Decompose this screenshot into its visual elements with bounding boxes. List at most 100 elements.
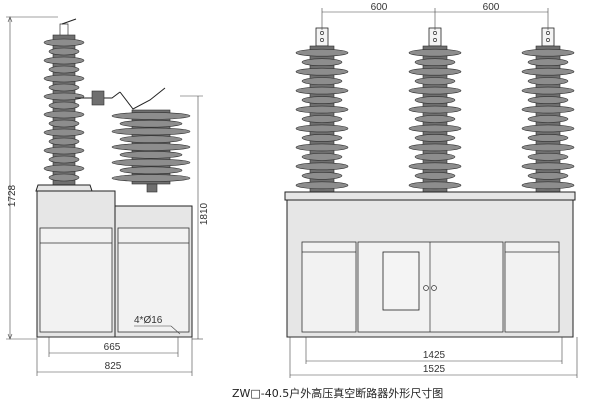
insulator-shed [43, 164, 85, 173]
insulator-shed [521, 48, 575, 57]
insulator-shed [43, 74, 85, 83]
insulator-shed [48, 119, 80, 128]
insulator-shed [301, 96, 343, 104]
insulator-shed [408, 181, 462, 190]
front-insulator-1 [295, 27, 349, 193]
insulator-shed [295, 181, 349, 190]
insulator-shed [521, 86, 575, 95]
insulator-shed [414, 115, 456, 123]
insulator-shed [408, 124, 462, 133]
insulator-shed [414, 77, 456, 85]
insulator-shed [48, 101, 80, 110]
side-dim-height-1810: 1810 [180, 95, 210, 340]
insulator-shed [43, 56, 85, 65]
insulator-shed [48, 137, 80, 146]
insulator-shed [111, 143, 191, 151]
insulator-shed [414, 58, 456, 67]
insulator-shed [119, 119, 183, 128]
insulator-shed [111, 112, 191, 120]
insulator-shed [295, 162, 349, 171]
front-spacing-left-label: 600 [371, 2, 388, 13]
side-width-inner-label: 665 [104, 342, 121, 353]
insulator-shed [521, 162, 575, 171]
insulator-shed [295, 86, 349, 95]
insulator-shed [527, 96, 569, 104]
side-height-right-label: 1810 [199, 202, 210, 225]
insulator-shed [408, 162, 462, 171]
front-cabinet [284, 191, 576, 338]
insulator-shed [43, 38, 85, 47]
insulator-shed [301, 115, 343, 123]
side-dim-height-1728: 1728 [6, 16, 58, 340]
side-height-total-label: 1728 [7, 184, 18, 207]
front-dim-width-1525: 1525 [289, 337, 578, 378]
front-dim-spacing: 600 600 [321, 2, 549, 30]
insulator-shed [408, 143, 462, 152]
side-view: 1728 1810 4*Ø16 665 825 [6, 16, 210, 376]
insulator-shed [43, 110, 85, 119]
side-dim-width-825: 825 [36, 337, 193, 376]
insulator-shed [48, 173, 80, 182]
insulator-shed [527, 58, 569, 67]
side-short-insulator [111, 109, 191, 193]
insulator-shed [295, 143, 349, 152]
insulator-shed [295, 105, 349, 114]
insulator-shed [414, 153, 456, 161]
side-tall-insulator [35, 18, 93, 192]
insulator-shed [521, 67, 575, 76]
insulator-shed [527, 172, 569, 180]
insulator-shed [111, 127, 191, 136]
side-hole-note: 4*Ø16 [134, 315, 181, 335]
insulator-shed [301, 58, 343, 67]
insulator-shed [48, 65, 80, 74]
insulator-shed [301, 77, 343, 85]
side-width-outer-label: 825 [105, 361, 122, 372]
insulator-shed [111, 174, 191, 182]
insulator-shed [43, 92, 85, 101]
insulator-shed [301, 134, 343, 142]
front-view: 600 600 1425 1 [284, 2, 578, 378]
insulator-shed [48, 47, 80, 56]
insulator-shed [43, 146, 85, 155]
front-dim-width-1425: 1425 [305, 337, 563, 364]
insulator-shed [48, 155, 80, 164]
drawing-caption: ZW□-40.5户外高压真空断路器外形尺寸图 [232, 386, 443, 400]
insulator-shed [119, 166, 183, 175]
insulator-shed [414, 134, 456, 142]
front-width-outer-label: 1525 [423, 364, 446, 375]
insulator-shed [119, 150, 183, 159]
insulator-shed [408, 67, 462, 76]
insulator-shed [521, 143, 575, 152]
side-dim-width-665: 665 [48, 337, 179, 357]
insulator-shed [295, 67, 349, 76]
insulator-shed [408, 86, 462, 95]
insulator-shed [414, 96, 456, 104]
side-cabinet [36, 190, 193, 338]
insulator-shed [414, 172, 456, 180]
front-insulator-3 [521, 27, 575, 193]
insulator-shed [301, 153, 343, 161]
insulator-shed [521, 105, 575, 114]
insulator-shed [408, 48, 462, 57]
insulator-shed [408, 105, 462, 114]
insulator-shed [43, 128, 85, 137]
side-hole-note-label: 4*Ø16 [134, 315, 163, 326]
front-width-inner-label: 1425 [423, 350, 446, 361]
insulator-shed [527, 77, 569, 85]
front-insulator-2 [408, 27, 462, 193]
insulator-shed [527, 153, 569, 161]
insulator-shed [295, 48, 349, 57]
insulator-shed [521, 181, 575, 190]
insulator-shed [301, 172, 343, 180]
insulator-shed [527, 134, 569, 142]
front-spacing-right-label: 600 [483, 2, 500, 13]
insulator-shed [295, 124, 349, 133]
insulator-shed [521, 124, 575, 133]
front-insulators [295, 27, 575, 193]
insulator-shed [119, 135, 183, 144]
side-connector [75, 87, 166, 110]
insulator-shed [48, 83, 80, 92]
insulator-shed [111, 158, 191, 167]
insulator-shed [527, 115, 569, 123]
